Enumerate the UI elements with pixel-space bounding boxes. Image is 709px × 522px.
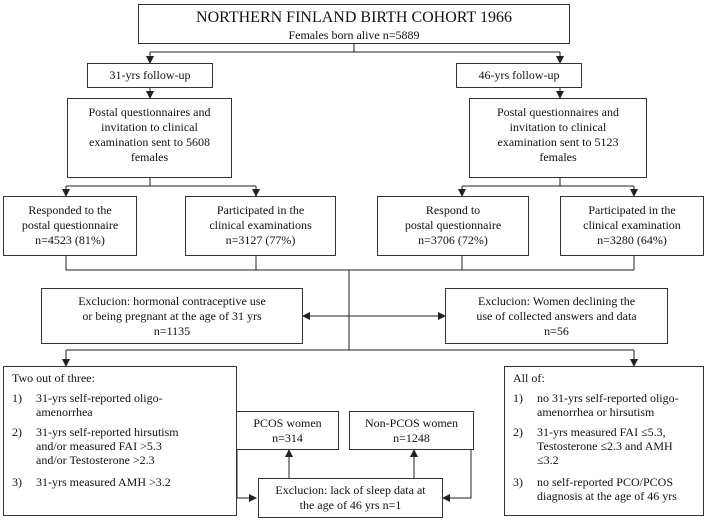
cohort-title-box: NORTHERN FINLAND BIRTH COHORT 1966 Femal… <box>138 4 570 44</box>
pcos-women-count: n=314 <box>272 431 303 445</box>
exclusion-left-box: Exclucion: hormonal contraceptive use or… <box>41 288 303 344</box>
participated-46-box: Participated in the clinical examination… <box>560 196 704 256</box>
responded-46-box: Respond to postal questionnaire n=3706 (… <box>377 196 529 256</box>
exclusion-sleep-line: Exclucion: lack of sleep data at <box>275 483 426 497</box>
pcos-criteria-heading: Two out of three: <box>12 371 95 385</box>
non-pcos-women-box: Non-PCOS women n=1248 <box>349 411 474 450</box>
followup-46-label: 46-yrs follow-up <box>478 68 560 82</box>
participated-46-line: clinical examination <box>583 218 681 232</box>
connector-46-split <box>462 178 634 187</box>
control-criteria-box: All of: 1) no 31-yrs self-reported oligo… <box>504 366 704 516</box>
invite-31-line: Postal questionnaires and <box>88 105 211 119</box>
invite-31-line: invitation to clinical <box>101 120 198 134</box>
pcos-criterion-1-line: amenorrhea <box>36 405 93 419</box>
control-criterion-3-line: no self-reported PCO/PCOS <box>537 475 673 489</box>
cohort-subtitle: Females born alive n=5889 <box>288 28 420 42</box>
responded-31-line: Responded to the <box>28 203 112 217</box>
invite-46-box: Postal questionnaires and invitation to … <box>469 98 647 178</box>
control-criterion-1-line: no 31-yrs self-reported oligo- <box>537 391 679 405</box>
responded-46-line: postal questionnaire <box>404 218 502 232</box>
invite-31-line: females <box>130 150 169 164</box>
participated-31-line: n=3127 (77%) <box>225 233 296 247</box>
participated-46-line: Participated in the <box>588 203 676 217</box>
pcos-women-label: PCOS women <box>253 416 322 430</box>
connector-31-split <box>66 178 256 187</box>
connector-merge <box>65 256 635 350</box>
invite-31-box: Postal questionnaires and invitation to … <box>67 98 232 178</box>
invite-46-line: Postal questionnaires and <box>497 105 619 119</box>
participated-31-line: Participated in the <box>216 203 305 217</box>
exclusion-sleep-box: Exclucion: lack of sleep data at the age… <box>258 478 443 518</box>
pcos-criterion-2-line: and/or Testosterone >2.3 <box>36 453 155 467</box>
responded-31-line: n=4523 (81%) <box>35 233 105 247</box>
pcos-criterion-3-number: 3) <box>12 475 22 489</box>
participated-31-line: clinical examinations <box>209 218 312 232</box>
control-criterion-2-line: ≤3.2 <box>537 453 559 467</box>
exclusion-right-box: Exclucion: Women declining the use of co… <box>445 288 668 344</box>
responded-46-line: n=3706 (72%) <box>418 233 488 247</box>
exclusion-left-line: Exclucion: hormonal contraceptive use <box>78 294 266 308</box>
control-criterion-3-line: diagnosis at the age of 46 yrs <box>537 489 677 503</box>
control-criterion-3: 3) no self-reported PCO/PCOS diagnosis a… <box>513 475 703 505</box>
arrow-pcos-criteria-to-sleep <box>236 440 257 502</box>
control-criterion-3-number: 3) <box>513 475 523 489</box>
control-criterion-1-number: 1) <box>513 391 523 405</box>
control-criterion-2: 2) 31-yrs measured FAI ≤5.3, Testosteron… <box>513 425 703 469</box>
exclusion-left-line: n=1135 <box>153 324 191 338</box>
responded-31-box: Responded to the postal questionnaire n=… <box>3 196 137 256</box>
followup-46-box: 46-yrs follow-up <box>456 63 582 88</box>
invite-46-line: females <box>539 150 577 164</box>
followup-31-label: 31-yrs follow-up <box>109 68 191 82</box>
connector-title-split <box>150 44 560 53</box>
pcos-criterion-1-number: 1) <box>12 391 22 405</box>
pcos-criterion-2-line: 31-yrs self-reported hirsutism <box>36 425 179 439</box>
responded-31-line: postal questionnaire <box>21 218 119 232</box>
exclusion-sleep-line: the age of 46 yrs n=1 <box>299 498 402 512</box>
exclusion-right-line: use of collected answers and data <box>476 309 637 323</box>
pcos-criterion-1-line: 31-yrs self-reported oligo- <box>36 391 163 405</box>
exclusion-left-line: or being pregnant at the age of 31 yrs <box>82 309 262 323</box>
followup-31-box: 31-yrs follow-up <box>87 63 213 88</box>
pcos-criterion-3-line: 31-yrs measured AMH >3.2 <box>36 475 171 489</box>
pcos-criterion-2-number: 2) <box>12 425 22 439</box>
invite-31-line: examination sent to 5608 <box>89 135 210 149</box>
invite-46-line: invitation to clinical <box>509 120 607 134</box>
control-criterion-1: 1) no 31-yrs self-reported oligo- amenor… <box>513 391 703 421</box>
control-criterion-2-line: 31-yrs measured FAI ≤5.3, <box>537 425 666 439</box>
pcos-women-box: PCOS women n=314 <box>236 411 339 450</box>
non-pcos-women-count: n=1248 <box>393 431 430 445</box>
pcos-criterion-1: 1) 31-yrs self-reported oligo- amenorrhe… <box>12 391 232 421</box>
arrow-control-criteria-to-sleep <box>442 440 472 502</box>
participated-46-line: n=3280 (64%) <box>597 233 667 247</box>
pcos-criteria-box: Two out of three: 1) 31-yrs self-reporte… <box>3 366 237 516</box>
pcos-criterion-2: 2) 31-yrs self-reported hirsutism and/or… <box>12 425 232 469</box>
responded-46-line: Respond to <box>425 203 481 217</box>
control-criterion-2-line: Testosterone ≤2.3 and AMH <box>537 439 673 453</box>
control-criteria-heading: All of: <box>513 371 545 385</box>
control-criterion-2-number: 2) <box>513 425 523 439</box>
exclusion-right-line: Exclucion: Women declining the <box>477 294 636 308</box>
cohort-title: NORTHERN FINLAND BIRTH COHORT 1966 <box>196 9 512 26</box>
control-criterion-1-line: amenorrhea or hirsutism <box>537 405 655 419</box>
invite-46-line: examination sent to 5123 <box>497 135 619 149</box>
non-pcos-women-label: Non-PCOS women <box>364 416 458 430</box>
pcos-criterion-2-line: and/or measured FAI >5.3 <box>36 439 162 453</box>
pcos-criterion-3: 3) 31-yrs measured AMH >3.2 <box>12 475 232 491</box>
participated-31-box: Participated in the clinical examination… <box>185 196 336 256</box>
exclusion-right-line: n=56 <box>544 324 569 338</box>
